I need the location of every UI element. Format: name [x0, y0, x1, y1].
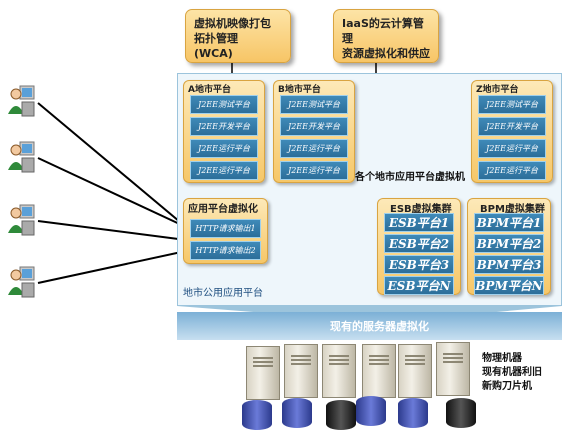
platform-bar: HTTP请求输出2	[190, 241, 261, 260]
platform-a: A地市平台 J2EE测试平台 J2EE开发平台 J2EE运行平台 J2EE运行平…	[183, 80, 265, 183]
server-icon	[284, 344, 318, 398]
wca-line: 虚拟机映像打包	[194, 17, 271, 30]
iaas-line: 资源虚拟化和供应	[342, 47, 430, 60]
cluster-title: BPM虚拟集群	[480, 204, 545, 215]
platform-title: 应用平台虚拟化	[188, 204, 258, 215]
user-icon	[6, 140, 36, 176]
cluster-bar: ESB平台2	[384, 234, 454, 253]
platform-bar: J2EE开发平台	[280, 117, 348, 136]
machine-labels: 物理机器 现有机器利旧 新购刀片机	[482, 352, 542, 394]
platform-bar: J2EE开发平台	[190, 117, 258, 136]
iaas-line: IaaS的云计算管理	[342, 17, 424, 45]
platform-bar: J2EE测试平台	[190, 95, 258, 114]
cluster-title: ESB虚拟集群	[390, 204, 452, 215]
server-icon	[362, 344, 396, 398]
platform-bar: HTTP请求输出1	[190, 219, 261, 238]
storage-icon	[242, 400, 272, 430]
platform-bar: J2EE开发平台	[478, 117, 546, 136]
cluster-bar: BPM平台1	[474, 213, 544, 232]
public-platform-label: 地市公用应用平台	[183, 288, 263, 299]
cluster-bar: BPM平台2	[474, 234, 544, 253]
app-platform: 应用平台虚拟化 HTTP请求输出1 HTTP请求输出2	[183, 198, 268, 264]
server-icon	[246, 346, 280, 400]
machine-label: 物理机器	[482, 353, 522, 364]
user-icon	[6, 265, 36, 301]
cluster-bar: BPM平台N	[474, 276, 544, 295]
city-vm-label: 各个地市应用平台虚拟机	[355, 172, 465, 183]
platform-bar: J2EE运行平台	[478, 161, 546, 180]
platform-bar: J2EE测试平台	[280, 95, 348, 114]
server-band	[177, 312, 562, 340]
wca-line: (WCA)	[194, 47, 233, 60]
server-icon	[398, 344, 432, 398]
machine-label: 新购刀片机	[482, 381, 532, 392]
user-icon	[6, 203, 36, 239]
server-icon	[322, 344, 356, 398]
storage-icon	[282, 398, 312, 428]
cluster-bar: ESB平台N	[384, 276, 454, 295]
storage-icon	[446, 398, 476, 428]
cluster-bar: BPM平台3	[474, 255, 544, 274]
bpm-cluster: BPM虚拟集群 BPM平台1 BPM平台2 BPM平台3 BPM平台N	[467, 198, 551, 295]
iaas-box: IaaS的云计算管理 资源虚拟化和供应	[333, 9, 439, 63]
wca-box: 虚拟机映像打包 拓扑管理 (WCA)	[185, 9, 291, 63]
platform-bar: J2EE运行平台	[280, 139, 348, 158]
platform-bar: J2EE运行平台	[190, 139, 258, 158]
platform-title: A地市平台	[188, 85, 231, 95]
wca-line: 拓扑管理	[194, 32, 238, 45]
cluster-bar: ESB平台3	[384, 255, 454, 274]
machine-label: 现有机器利旧	[482, 367, 542, 378]
storage-icon	[326, 400, 356, 430]
server-band-label: 现有的服务器虚拟化	[330, 320, 429, 333]
platform-bar: J2EE运行平台	[478, 139, 546, 158]
platform-bar: J2EE运行平台	[190, 161, 258, 180]
platform-title: Z地市平台	[476, 85, 519, 95]
esb-cluster: ESB虚拟集群 ESB平台1 ESB平台2 ESB平台3 ESB平台N	[377, 198, 461, 295]
server-icon	[436, 342, 470, 396]
platform-z: Z地市平台 J2EE测试平台 J2EE开发平台 J2EE运行平台 J2EE运行平…	[471, 80, 553, 183]
user-icon	[6, 84, 36, 120]
platform-bar: J2EE测试平台	[478, 95, 546, 114]
platform-bar: J2EE运行平台	[280, 161, 348, 180]
cluster-bar: ESB平台1	[384, 213, 454, 232]
platform-title: B地市平台	[278, 85, 321, 95]
storage-icon	[398, 398, 428, 428]
storage-icon	[356, 396, 386, 426]
platform-b: B地市平台 J2EE测试平台 J2EE开发平台 J2EE运行平台 J2EE运行平…	[273, 80, 355, 183]
